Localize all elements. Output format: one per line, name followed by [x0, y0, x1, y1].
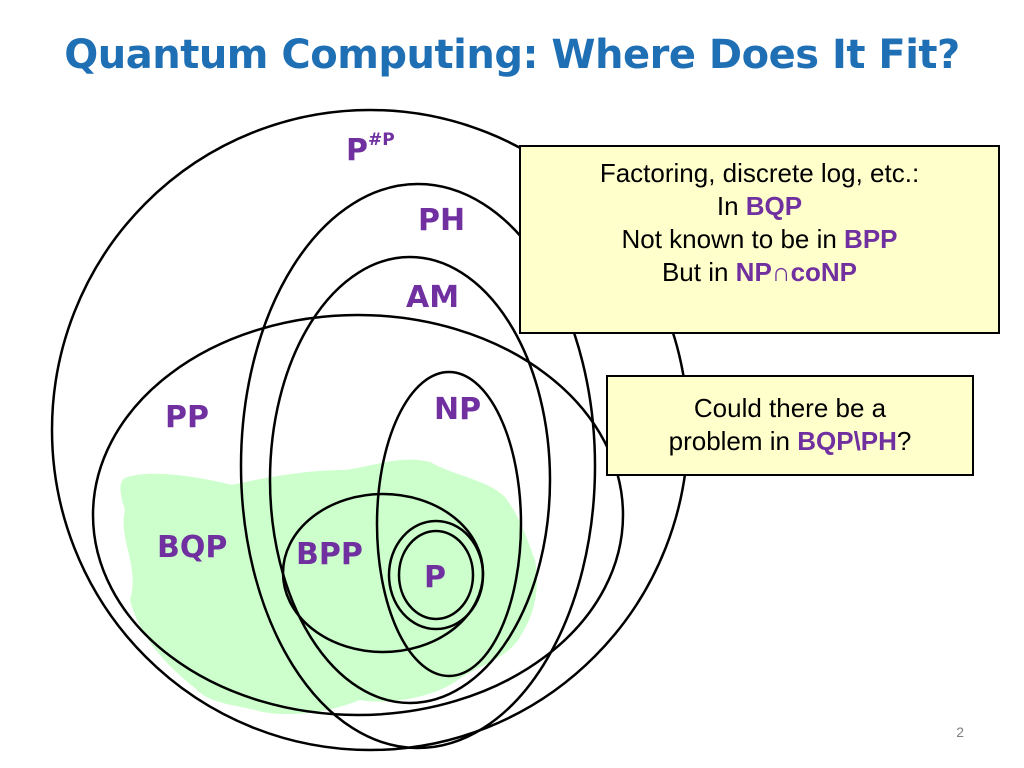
- page-number: 2: [956, 724, 964, 740]
- note-factoring-line1: Factoring, discrete log, etc.:: [599, 158, 920, 188]
- np-ellipse: [375, 370, 523, 678]
- label-p-sharp-p: P#P: [346, 130, 395, 168]
- note-question-line1: Could there be a: [693, 393, 887, 423]
- note-question: Could there be a problem in BQP\PH?: [606, 375, 974, 476]
- note-question-line2: problem in BQP\PH?: [608, 425, 972, 458]
- pp-ellipse: [91, 313, 625, 717]
- label-bqp: BQP: [157, 530, 228, 565]
- label-ph: PH: [418, 203, 466, 238]
- label-p-sharp-p-base: P: [346, 133, 368, 168]
- label-p: P: [424, 560, 446, 595]
- note-factoring-line3-prefix: Not known to be in: [621, 224, 845, 254]
- note-factoring-line3: Not known to be in BPP: [521, 223, 998, 256]
- note-question-line2-prefix: problem in: [668, 426, 798, 456]
- note-factoring: Factoring, discrete log, etc.: In BQP No…: [519, 145, 1000, 334]
- label-bpp: BPP: [296, 537, 363, 572]
- note-factoring-line4: But in NP∩coNP: [521, 256, 998, 289]
- am-ellipse: [268, 255, 552, 705]
- note-factoring-bqp: BQP: [745, 191, 803, 221]
- ph-ellipse: [239, 182, 597, 750]
- label-pp: PP: [165, 400, 209, 435]
- label-np: NP: [434, 392, 482, 427]
- note-question-bqp-minus-ph: BQP\PH: [797, 426, 897, 456]
- note-factoring-np-conp: NP∩coNP: [735, 257, 858, 287]
- bqp-region: [120, 459, 537, 715]
- p-ellipse-outer: [387, 519, 485, 631]
- label-am: AM: [406, 280, 460, 315]
- note-factoring-line2: In BQP: [521, 190, 998, 223]
- note-factoring-line4-prefix: But in: [661, 257, 736, 287]
- note-factoring-line2-prefix: In: [716, 191, 746, 221]
- p-ellipse-inner: [397, 529, 475, 621]
- label-p-sharp-p-sup: #P: [368, 130, 395, 150]
- slide-title: Quantum Computing: Where Does It Fit?: [64, 32, 960, 78]
- note-question-line2-suffix: ?: [896, 426, 912, 456]
- note-factoring-bpp: BPP: [844, 224, 898, 254]
